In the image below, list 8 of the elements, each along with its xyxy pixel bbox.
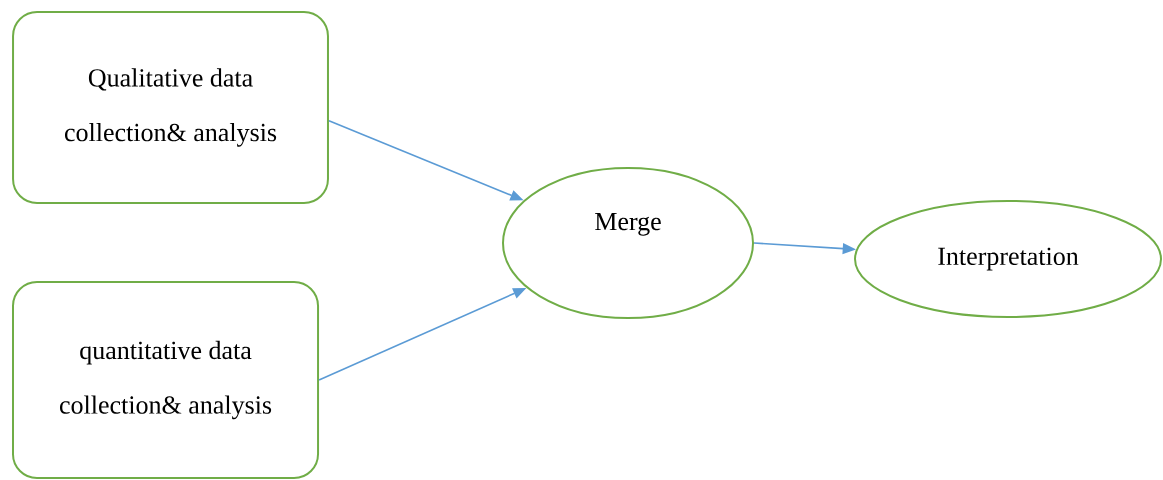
process-box [11,281,320,479]
node-text: quantitative data collection& analysis [60,340,272,420]
process-box [12,11,329,204]
node-text: Interpretation [938,247,1079,271]
node-text: Qualitative data collection& analysis [65,68,277,147]
ellipse-node [502,167,754,319]
ellipse-node [854,200,1162,318]
node-text: Merge [595,213,661,236]
